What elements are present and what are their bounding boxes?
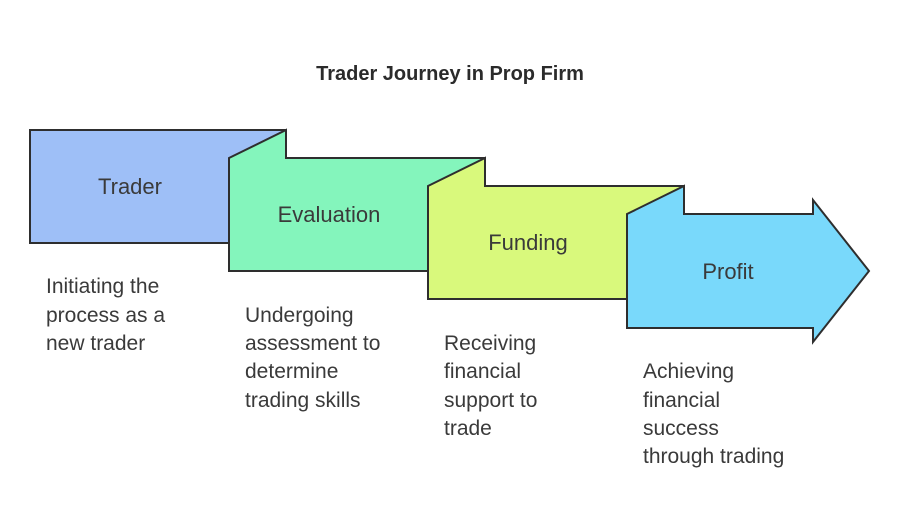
- step-funding-description-line: support to: [444, 389, 537, 412]
- step-profit-description-line: Achieving: [643, 360, 734, 383]
- step-trader-description-line: new trader: [46, 332, 145, 355]
- step-trader-description-line: process as a: [46, 304, 165, 327]
- step-profit-description-line: success: [643, 417, 719, 440]
- step-trader-label: Trader: [98, 174, 162, 199]
- step-panels: Trader Evaluation Funding Profit: [29, 128, 871, 345]
- step-evaluation-description-line: Undergoing: [245, 304, 354, 327]
- step-evaluation-description-line: determine: [245, 360, 338, 383]
- step-profit-label: Profit: [702, 259, 753, 284]
- step-profit-arrow: [626, 184, 871, 345]
- step-funding-description: Receiving financial support to trade: [444, 332, 543, 440]
- step-funding-description-line: Receiving: [444, 332, 536, 355]
- step-trader-description: Initiating the process as a new trader: [46, 275, 171, 355]
- step-profit-description: Achieving financial success through trad…: [643, 360, 784, 468]
- step-evaluation-description-line: trading skills: [245, 389, 361, 412]
- step-profit-description-line: through trading: [643, 445, 784, 468]
- step-funding-description-line: financial: [444, 360, 521, 383]
- step-funding-label: Funding: [488, 230, 568, 255]
- step-evaluation-description: Undergoing assessment to determine tradi…: [245, 304, 386, 412]
- step-trader-description-line: Initiating the: [46, 275, 159, 298]
- step-descriptions: Initiating the process as a new trader U…: [46, 275, 784, 468]
- step-evaluation-description-line: assessment to: [245, 332, 380, 355]
- diagram-title: Trader Journey in Prop Firm: [316, 63, 584, 85]
- step-profit-description-line: financial: [643, 389, 720, 412]
- step-funding-description-line: trade: [444, 417, 492, 440]
- step-evaluation-label: Evaluation: [278, 202, 381, 227]
- step-evaluation: Evaluation: [228, 128, 486, 272]
- step-profit: Profit: [626, 184, 871, 345]
